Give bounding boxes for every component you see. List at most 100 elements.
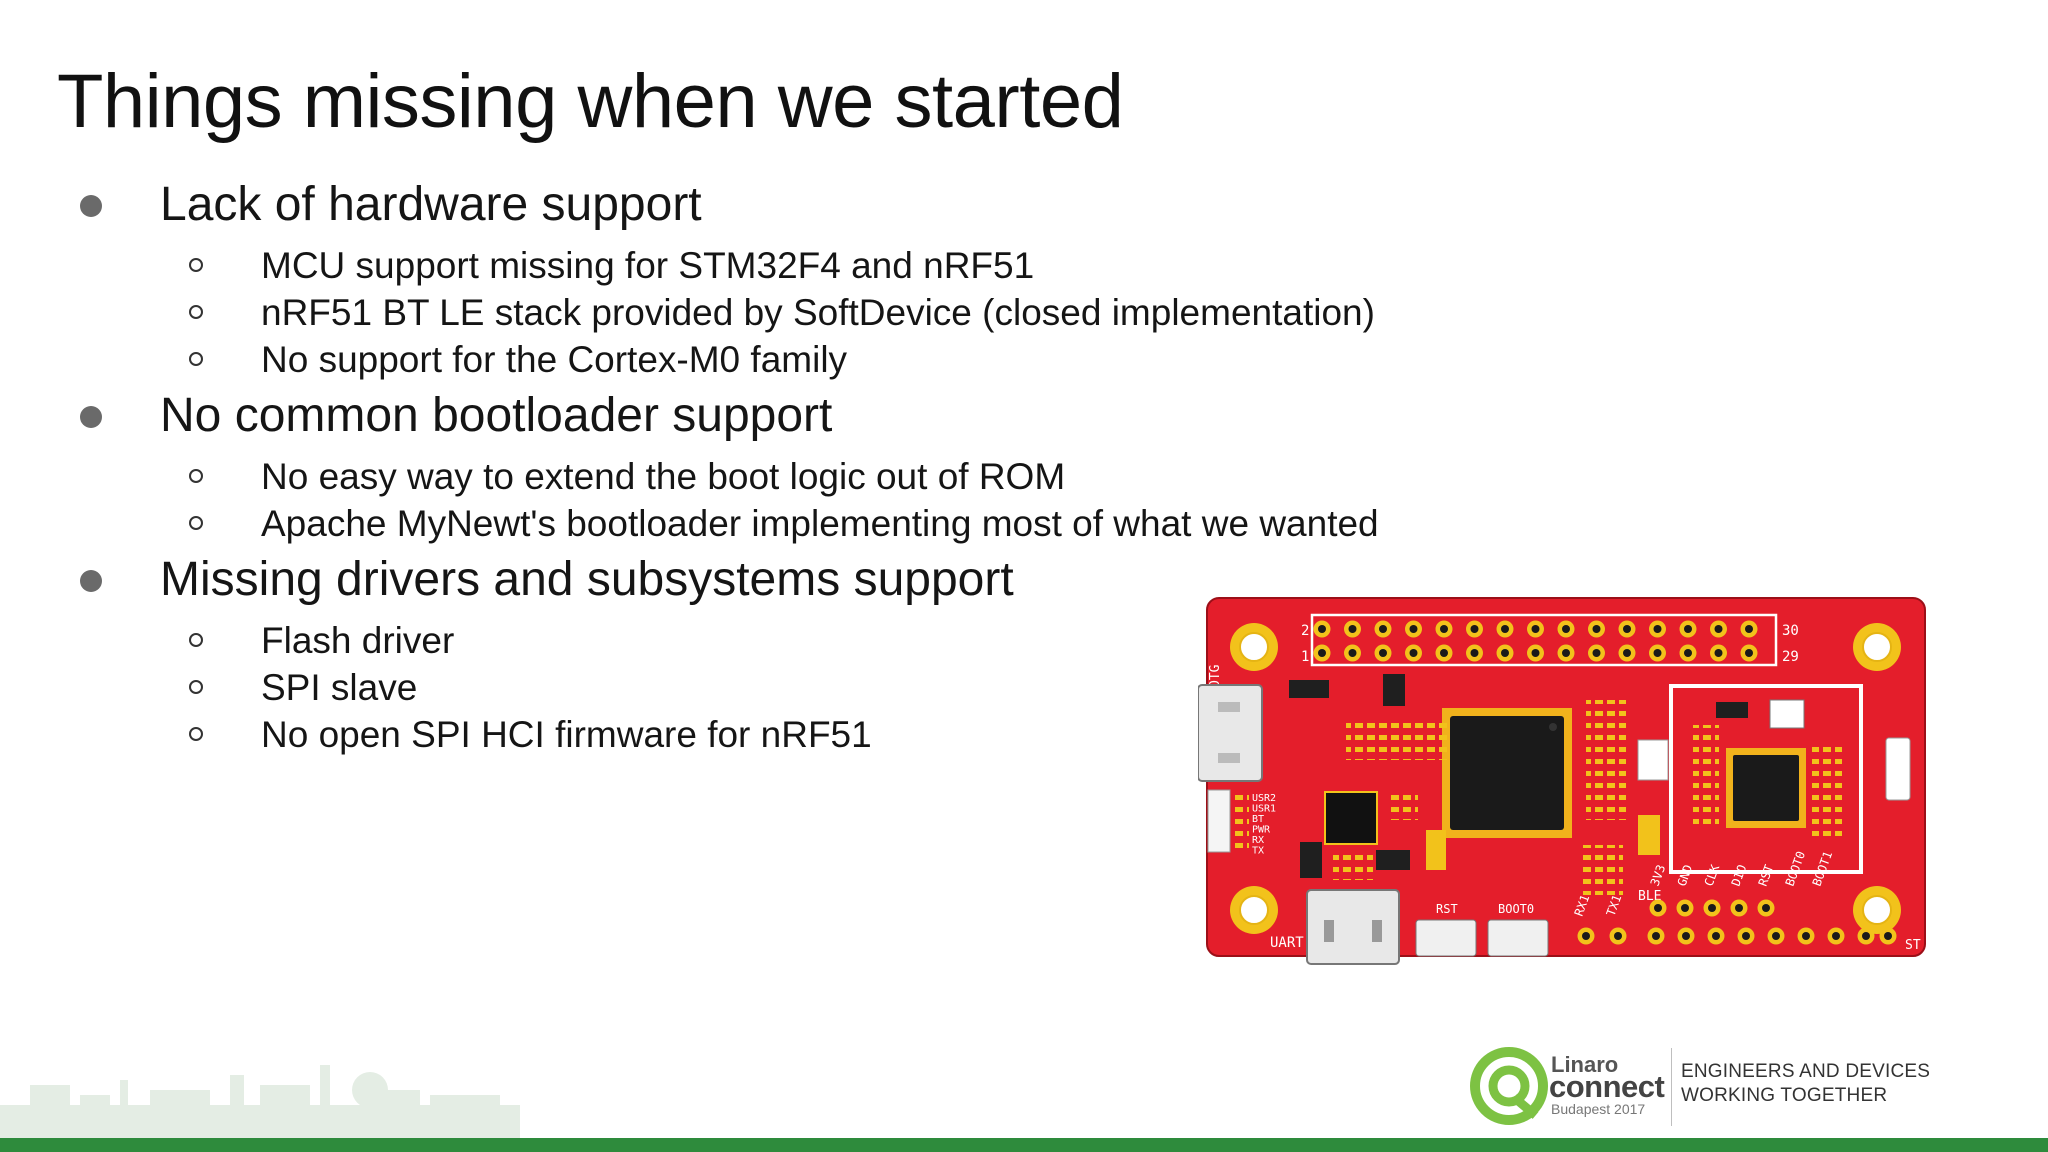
header-pin [1344,620,1361,638]
subbullet-extend-boot-logic: No easy way to extend the boot logic out… [189,456,1066,498]
header-pin [1679,644,1697,662]
bullet-text: No common bootloader support [160,389,833,442]
swd-pin [1649,899,1667,917]
header-pin [1557,620,1575,638]
brand-connect: connect [1549,1069,1665,1104]
header-pin [1527,644,1544,662]
header-pin [1374,644,1392,662]
usb-otg-connector [1198,684,1263,782]
led-label-rx: RX [1252,835,1264,846]
subbullet-spi-hci-firmware: No open SPI HCI firmware for nRF51 [189,714,872,756]
subbullet-circle [189,727,203,741]
footer-green-bar [0,1138,2048,1152]
tagline-line-2: WORKING TOGETHER [1681,1085,1888,1106]
subbullet-circle [189,258,203,272]
bullet-lack-of-hardware-support: Lack of hardware support [80,177,702,232]
swd-pin [1730,899,1748,917]
mounting-hole [1229,885,1279,935]
bullet-dot [80,570,102,592]
bottom-pin [1797,927,1815,945]
bottom-pin [1767,927,1785,945]
header-pin [1649,620,1666,638]
pin-label-1: 1 [1301,649,1309,665]
st-label: ST [1905,938,1921,953]
bottom-pin [1677,927,1695,945]
antenna-part [1885,737,1911,801]
swd-pin-label-gnd: GND [1675,863,1696,888]
swd-pin-label-rst: RST [1756,863,1777,888]
header-pin [1649,644,1666,662]
swd-pin [1676,899,1694,917]
header-pin [1374,620,1392,638]
header-pin [1405,620,1422,638]
header-pin [1435,644,1453,662]
led-label-usr2: USR2 [1252,793,1276,804]
subbullet-flash-driver: Flash driver [189,620,454,662]
header-pin [1344,644,1361,662]
header-pin [1527,620,1544,638]
subbullet-circle [189,633,203,647]
mounting-hole [1852,885,1902,935]
mounting-hole [1852,622,1902,672]
boot0-button-label: BOOT0 [1498,902,1534,916]
header-pin [1496,644,1514,662]
header-pin [1435,620,1453,638]
subbullet-circle [189,305,203,319]
rst-button [1415,919,1477,957]
mounting-hole [1229,622,1279,672]
boot0-button [1487,919,1549,957]
linaro-connect-logo-icon [1470,1047,1548,1125]
header-outline [1310,613,1778,667]
led-label-pwr: PWR [1252,825,1271,836]
header-pin [1588,620,1605,638]
header-pin [1313,620,1331,638]
subbullet-mynewt-bootloader: Apache MyNewt's bootloader implementing … [189,503,1379,545]
brand-linaro: Linaro [1551,1052,1619,1077]
subbullet-text: No easy way to extend the boot logic out… [261,456,1066,497]
header-pin [1740,644,1758,662]
subbullet-circle [189,680,203,694]
swd-pin [1757,899,1775,917]
subbullet-mcu-support: MCU support missing for STM32F4 and nRF5… [189,245,1035,287]
header-pin [1679,620,1697,638]
rst-button-label: RST [1436,902,1458,916]
header-pin [1588,644,1605,662]
pin-label-29: 29 [1782,649,1799,665]
swd-pin-label-dio: DIO [1729,863,1750,888]
header-pin [1466,644,1483,662]
uart-pin-label-tx1: TX1 [1604,893,1625,918]
swd-pin-label-3v3: 3V3 [1648,863,1669,888]
bottom-pin [1707,927,1725,945]
header-pin [1496,620,1514,638]
subbullet-circle [189,352,203,366]
bottom-pin [1827,927,1845,945]
bullet-text: Missing drivers and subsystems support [160,553,1014,606]
small-ic-chip [1324,791,1378,845]
led-label-bt: BT [1252,814,1264,825]
subbullet-text: SPI slave [261,667,418,708]
header-pin [1557,644,1575,662]
led-label-tx: TX [1252,846,1264,857]
bullet-missing-drivers: Missing drivers and subsystems support [80,552,1014,607]
header-pin [1740,620,1758,638]
subbullet-text: MCU support missing for STM32F4 and nRF5… [261,245,1035,286]
header-pin [1618,620,1636,638]
pin-label-2: 2 [1301,623,1309,639]
header-pin [1405,644,1422,662]
pin-label-30: 30 [1782,623,1799,639]
led-label-usr1: USR1 [1252,804,1276,815]
bottom-pin [1879,927,1897,945]
bullet-dot [80,406,102,428]
brand-city: Budapest 2017 [1551,1101,1646,1117]
led-indicators [1207,789,1249,853]
usb-uart-connector [1306,889,1400,965]
bullet-no-common-bootloader: No common bootloader support [80,388,833,443]
footer-divider [1671,1048,1672,1126]
bullet-dot [80,195,102,217]
bottom-pin [1737,927,1755,945]
uart-label: UART [1270,935,1304,951]
uart-pin-label-rx1: RX1 [1572,893,1593,918]
bottom-pin [1609,927,1627,945]
